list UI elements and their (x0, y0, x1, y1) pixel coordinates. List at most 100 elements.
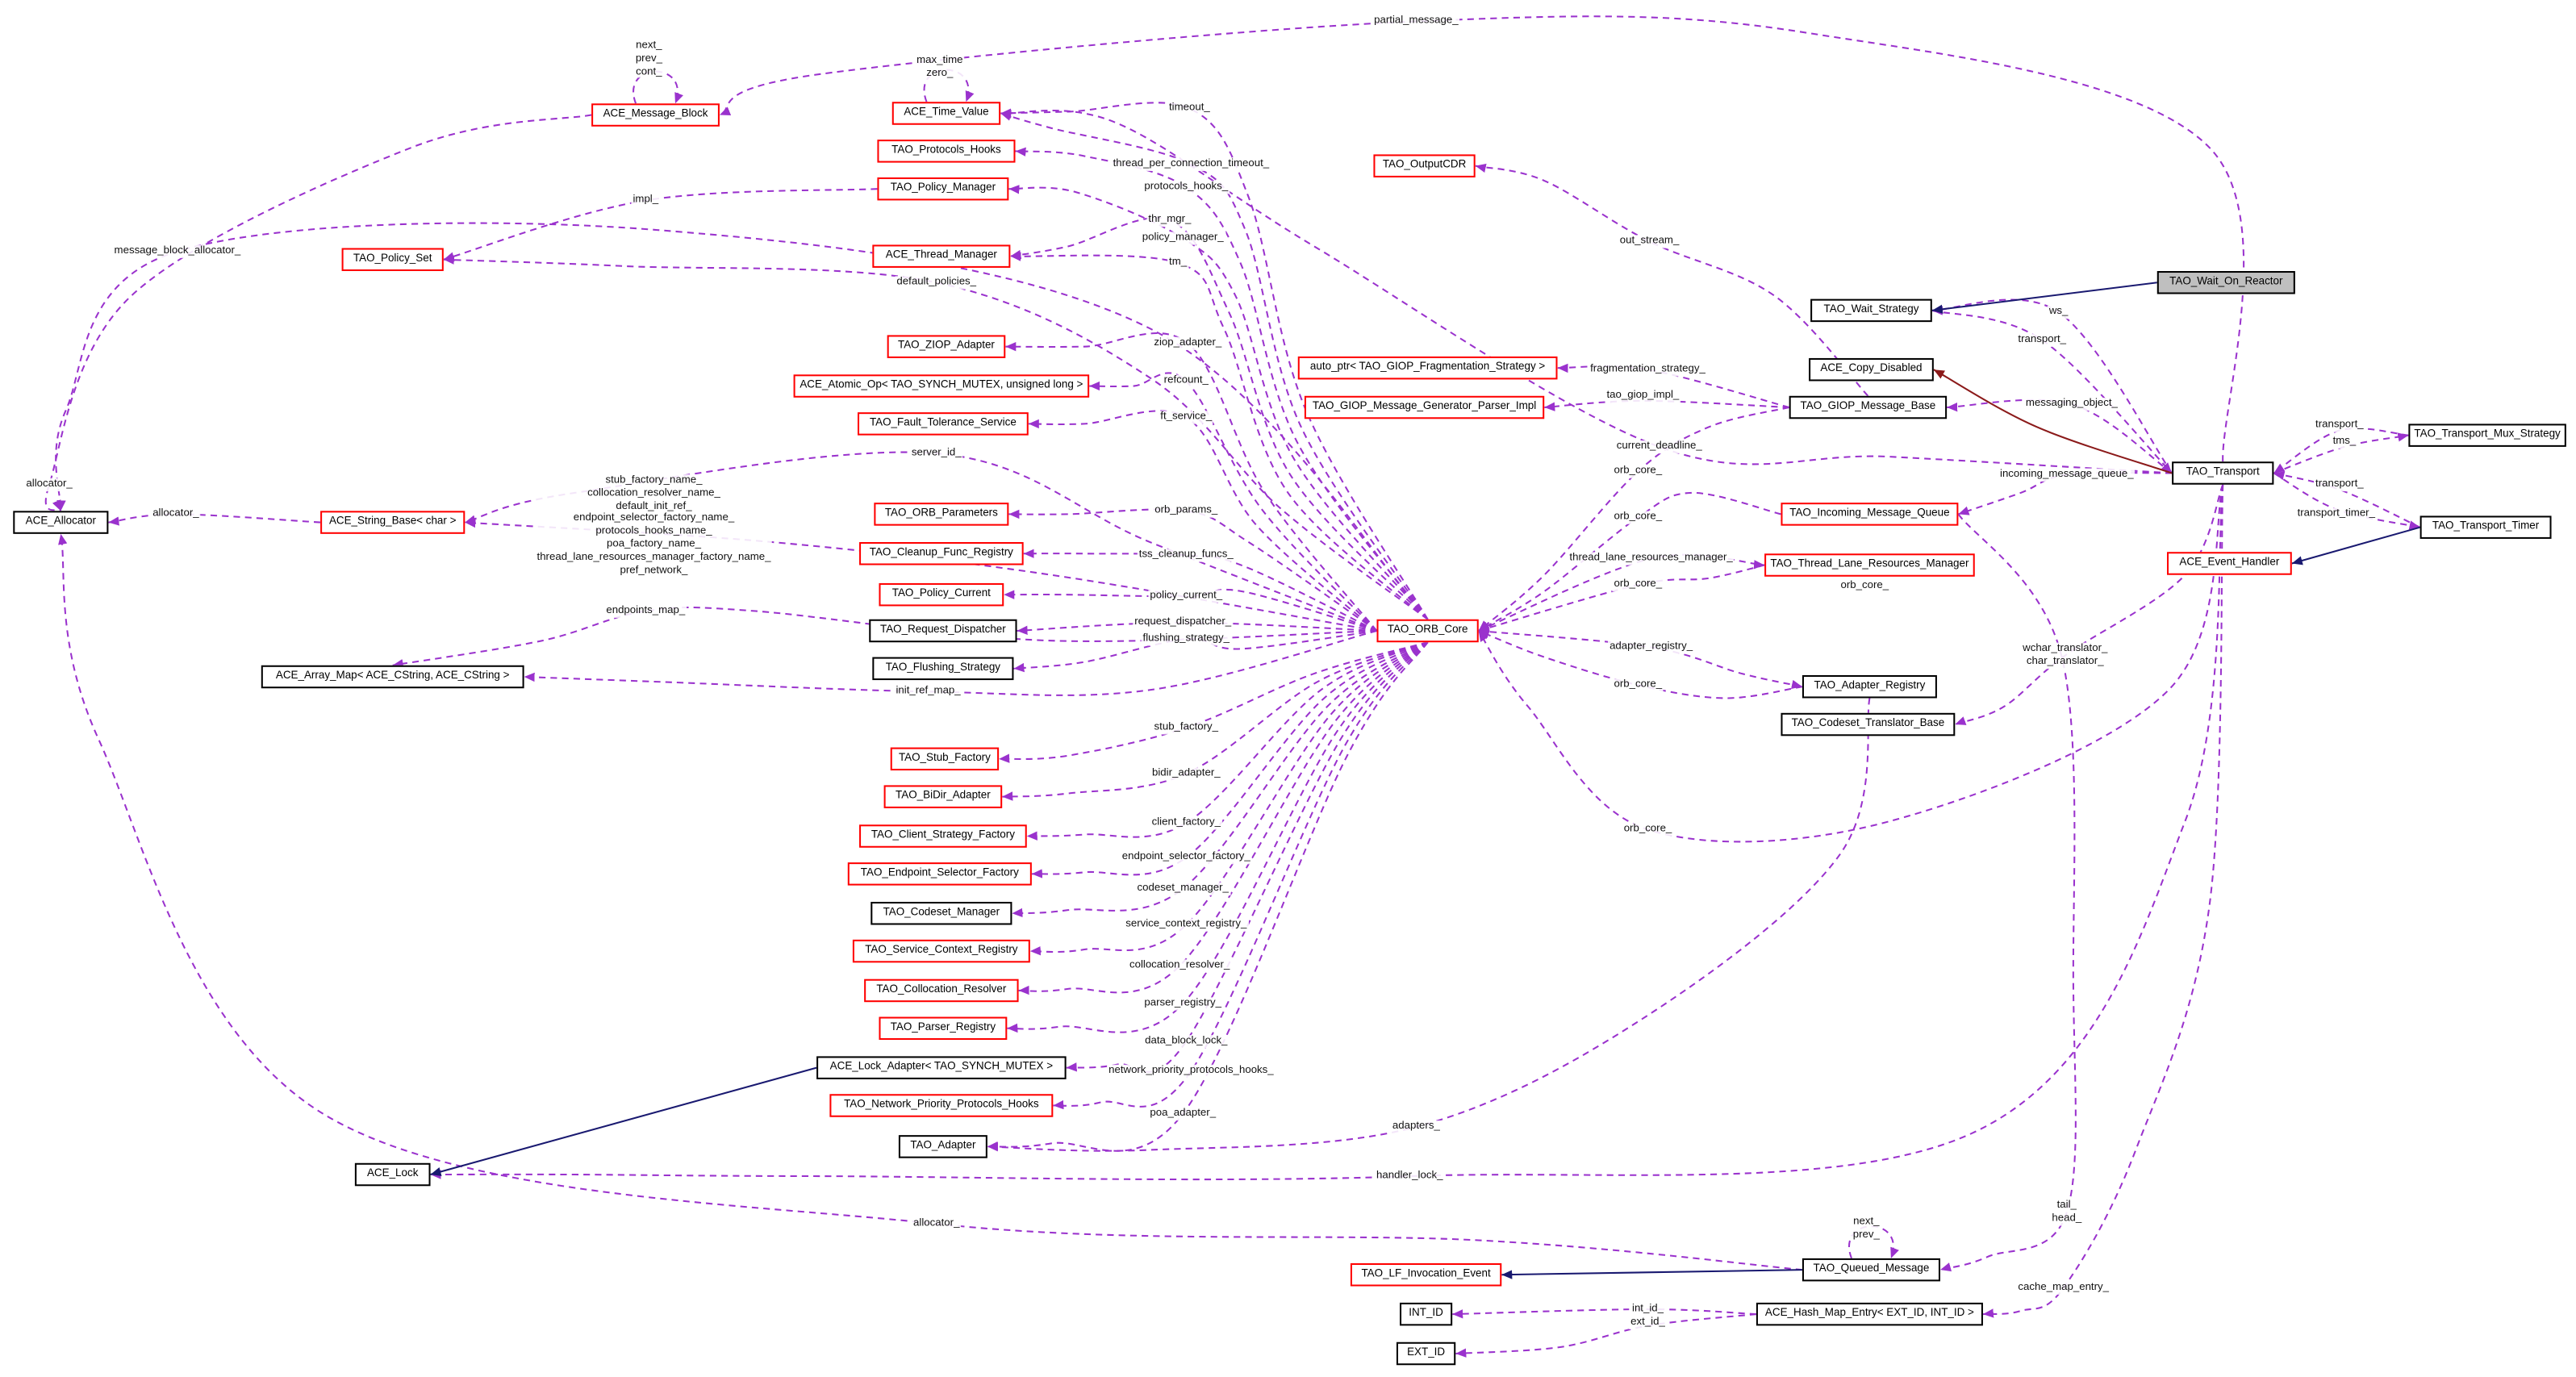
edge-label: tao_giop_impl_ (1605, 389, 1681, 403)
class-node-ace_string_base[interactable]: ACE_String_Base< char > (320, 511, 466, 534)
class-node-tao_parser_registry[interactable]: TAO_Parser_Registry (879, 1016, 1008, 1041)
class-node-tao_policy_current[interactable]: TAO_Policy_Current (879, 582, 1004, 607)
edge-label: next_ prev_ (1851, 1216, 1881, 1242)
class-node-tao_thread_lane_resources_manager[interactable]: TAO_Thread_Lane_Resources_Manager (1764, 553, 1975, 577)
class-node-ace_message_block[interactable]: ACE_Message_Block (591, 103, 720, 127)
class-node-tao_codeset_translator_base[interactable]: TAO_Codeset_Translator_Base (1781, 712, 1956, 736)
class-node-tao_lf_invocation_event[interactable]: TAO_LF_Invocation_Event (1350, 1262, 1502, 1287)
class-node-tao_endpoint_selector_factory[interactable]: TAO_Endpoint_Selector_Factory (847, 862, 1032, 886)
class-node-tao_adapter[interactable]: TAO_Adapter (898, 1135, 987, 1158)
edge-tao_transport-to-ace_lock (430, 484, 2224, 1181)
class-node-tao_wait_strategy[interactable]: TAO_Wait_Strategy (1810, 298, 1932, 323)
edge-label: orb_core_ (1612, 578, 1664, 591)
class-node-tao_collocation_resolver[interactable]: TAO_Collocation_Resolver (864, 979, 1019, 1003)
edge-label: thread_lane_resources_manager_ (1568, 552, 1735, 565)
class-node-tao_adapter_registry[interactable]: TAO_Adapter_Registry (1802, 674, 1937, 699)
edge-label: thr_mgr_ (1146, 213, 1193, 227)
edge-label: data_block_lock_ (1143, 1035, 1230, 1049)
edge-tao_transport-to-ace_hash_map_entry (1982, 484, 2224, 1318)
edge-label: tail_ head_ (2050, 1199, 2084, 1225)
edge-tao_orb_core-to-tao_client_strategy_factory (1026, 641, 1429, 841)
class-node-tao_flushing_strategy[interactable]: TAO_Flushing_Strategy (872, 657, 1014, 681)
edge-ace_hash_map_entry-to-ext_id (1455, 1313, 1757, 1358)
edge-label: message_block_allocator_ (112, 244, 243, 258)
edge-label: orb_core_ (1839, 580, 1891, 593)
class-node-tao_policy_manager[interactable]: TAO_Policy_Manager (877, 177, 1009, 201)
class-node-tao_stub_factory[interactable]: TAO_Stub_Factory (890, 747, 1000, 771)
class-node-ace_atomic_op[interactable]: ACE_Atomic_Op< TAO_SYNCH_MUTEX, unsigned… (793, 374, 1090, 398)
edge-label: impl_ (631, 194, 661, 207)
class-node-tao_wait_on_reactor: TAO_Wait_On_Reactor (2156, 271, 2295, 294)
class-node-tao_request_dispatcher[interactable]: TAO_Request_Dispatcher (869, 619, 1017, 643)
class-node-tao_cleanup_func_registry[interactable]: TAO_Cleanup_Func_Registry (859, 542, 1024, 565)
edge-label: orb_params_ (1153, 504, 1220, 518)
edge-tao_orb_core-to-tao_collocation_resolver (1018, 641, 1429, 995)
edge-tao_transport-to-tao_codeset_translator_base (1954, 484, 2224, 726)
class-node-ace_allocator[interactable]: ACE_Allocator (13, 511, 109, 534)
class-node-tao_ziop_adapter[interactable]: TAO_ZIOP_Adapter (887, 335, 1006, 358)
edge-tao_transport-to-ace_copy_disabled (1933, 369, 2173, 474)
edge-label: client_factory_ (1150, 816, 1223, 830)
edge-ace_hash_map_entry-to-int_id (1452, 1308, 1756, 1319)
edge-label: max_time zero_ (915, 54, 965, 81)
class-node-ace_time_value[interactable]: ACE_Time_Value (891, 102, 1001, 125)
class-node-tao_outputcdr[interactable]: TAO_OutputCDR (1373, 154, 1476, 177)
edge-tao_orb_core-to-tao_thread_lane_resources_manager (1478, 553, 1765, 632)
class-node-tao_network_priority_protocols_hooks[interactable]: TAO_Network_Priority_Protocols_Hooks (829, 1094, 1054, 1117)
class-node-tao_orb_parameters[interactable]: TAO_ORB_Parameters (874, 503, 1009, 526)
edge-label: ft_service_ (1159, 411, 1214, 424)
edge-label: current_deadline_ (1614, 440, 1704, 453)
edge-label: transport_ (2313, 478, 2365, 491)
edge-label: ziop_adapter_ (1152, 336, 1224, 350)
class-node-auto_ptr_frag[interactable]: auto_ptr< TAO_GIOP_Fragmentation_Strateg… (1297, 356, 1558, 380)
edge-label: flushing_strategy_ (1141, 632, 1232, 646)
edge-tao_queued_message-to-tao_lf_invocation_event (1501, 1269, 1802, 1279)
edge-label: fragmentation_strategy_ (1589, 363, 1707, 377)
class-node-ext_id[interactable]: EXT_ID (1396, 1342, 1456, 1366)
class-node-ace_event_handler[interactable]: ACE_Event_Handler (2167, 552, 2292, 575)
edge-label: out_stream_ (1618, 235, 1681, 248)
class-node-tao_policy_set[interactable]: TAO_Policy_Set (341, 248, 444, 272)
edge-label: int_id_ ext_id_ (1629, 1303, 1667, 1329)
edge-label: orb_core_ (1612, 678, 1664, 692)
edge-label: default_policies_ (895, 276, 979, 290)
class-node-tao_giop_msg_gen_parser[interactable]: TAO_GIOP_Message_Generator_Parser_Impl (1304, 395, 1545, 419)
class-node-tao_transport[interactable]: TAO_Transport (2172, 461, 2274, 485)
edge-label: ws_ (2047, 305, 2070, 319)
class-node-tao_bidir_adapter[interactable]: TAO_BiDir_Adapter (883, 785, 1003, 808)
edge-label: allocator_ (151, 507, 201, 521)
class-node-ace_array_map[interactable]: ACE_Array_Map< ACE_CString, ACE_CString … (261, 665, 524, 689)
edge-label: orb_core_ (1612, 465, 1664, 478)
class-node-ace_lock[interactable]: ACE_Lock (354, 1162, 431, 1187)
class-node-tao_queued_message[interactable]: TAO_Queued_Message (1802, 1258, 1940, 1282)
edge-label: handler_lock_ (1374, 1170, 1445, 1183)
edge-label: adapters_ (1390, 1120, 1442, 1133)
class-node-ace_copy_disabled[interactable]: ACE_Copy_Disabled (1809, 357, 1934, 382)
edge-label: cache_map_entry_ (2016, 1281, 2111, 1295)
class-node-tao_protocols_hooks[interactable]: TAO_Protocols_Hooks (877, 140, 1016, 163)
edge-label: thread_per_connection_timeout_ (1111, 157, 1271, 171)
edge-label: protocols_hooks_ (1142, 181, 1230, 194)
class-node-tao_client_strategy_factory[interactable]: TAO_Client_Strategy_Factory (859, 824, 1027, 848)
class-node-tao_transport_timer[interactable]: TAO_Transport_Timer (2419, 515, 2552, 539)
class-node-ace_thread_manager[interactable]: ACE_Thread_Manager (872, 244, 1011, 268)
class-node-tao_service_context_registry[interactable]: TAO_Service_Context_Registry (852, 939, 1030, 963)
edge-label: server_id_ (909, 447, 963, 460)
class-node-ace_lock_adapter[interactable]: ACE_Lock_Adapter< TAO_SYNCH_MUTEX > (816, 1056, 1067, 1079)
class-node-tao_incoming_message_queue[interactable]: TAO_Incoming_Message_Queue (1781, 503, 1959, 526)
edge-tao_orb_core-to-tao_parser_registry (1007, 641, 1429, 1033)
class-node-tao_giop_message_base[interactable]: TAO_GIOP_Message_Base (1789, 395, 1948, 419)
class-node-ace_hash_map_entry[interactable]: ACE_Hash_Map_Entry< EXT_ID, INT_ID > (1756, 1302, 1983, 1326)
class-node-tao_codeset_manager[interactable]: TAO_Codeset_Manager (870, 901, 1012, 925)
class-node-tao_orb_core[interactable]: TAO_ORB_Core (1376, 619, 1479, 643)
edge-tao_transport-to-tao_wait_strategy (1931, 298, 2173, 474)
edge-tao_orb_core-to-tao_network_priority_protocols_hooks (1053, 641, 1429, 1110)
edge-tao_policy_manager-to-tao_policy_set (443, 188, 878, 261)
class-node-int_id[interactable]: INT_ID (1400, 1302, 1453, 1326)
edge-tao_orb_core-to-tao_stub_factory (999, 641, 1428, 763)
class-node-tao_transport_mux_strategy[interactable]: TAO_Transport_Mux_Strategy (2408, 424, 2566, 447)
edge-label: tms_ (2331, 435, 2358, 449)
class-node-tao_fault_tolerance_service[interactable]: TAO_Fault_Tolerance_Service (858, 412, 1029, 436)
